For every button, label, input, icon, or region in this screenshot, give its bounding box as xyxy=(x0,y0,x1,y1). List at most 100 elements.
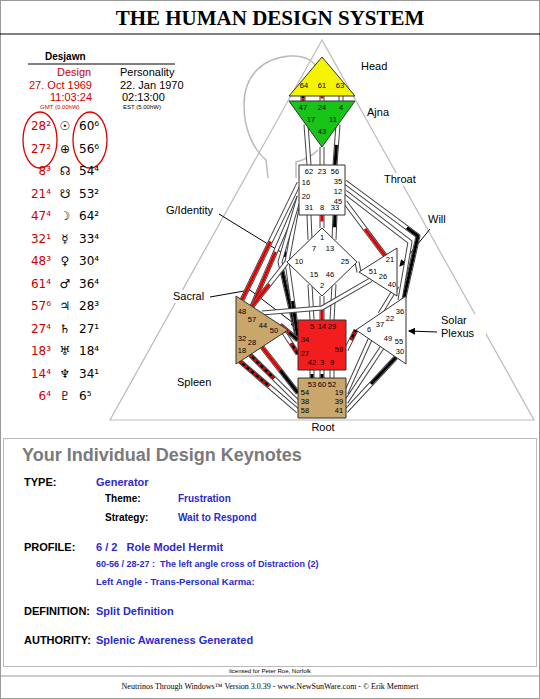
channel-outline xyxy=(339,96,344,101)
channel-fill xyxy=(345,192,410,300)
gate-number: 13 xyxy=(326,245,334,253)
field-label: AUTHORITY: xyxy=(24,634,91,647)
gate-number: 41 xyxy=(335,407,343,415)
field-label: PROFILE: xyxy=(24,541,75,554)
gate-number: 46 xyxy=(326,271,334,279)
gate-number: 60 xyxy=(318,381,326,389)
gate-number: 40 xyxy=(388,281,396,289)
channel-line xyxy=(334,215,335,240)
channel-fill xyxy=(346,357,396,411)
design-gate: 47⁴ xyxy=(31,210,51,224)
gate-number: 50 xyxy=(270,327,278,335)
gate-number: 2 xyxy=(320,282,324,290)
gate-number: 39 xyxy=(335,398,343,406)
channel-line xyxy=(332,370,333,378)
column-heading: Personality xyxy=(120,66,174,79)
planet-symbol: ♄ xyxy=(60,323,71,337)
channel-fill xyxy=(321,147,324,165)
center-shape xyxy=(299,165,345,215)
gate-number: 21 xyxy=(386,256,394,264)
chart-name: Desjawn xyxy=(45,51,86,63)
channel-fill xyxy=(287,262,298,340)
gate-number: 22 xyxy=(386,315,394,323)
field-value: Wait to Respond xyxy=(178,512,257,524)
gate-activation xyxy=(371,357,396,384)
channel-fill xyxy=(346,330,356,350)
gate-number: 9 xyxy=(330,359,334,367)
channel-fill xyxy=(345,202,385,256)
gate-number: 52 xyxy=(328,381,336,389)
title-rule xyxy=(0,34,540,35)
gate-number: 28 xyxy=(248,339,256,347)
center-shape xyxy=(356,296,406,364)
gate-number: 29 xyxy=(328,323,336,331)
channel-outline xyxy=(346,357,396,411)
channel-line xyxy=(322,215,323,228)
gate-number: 53 xyxy=(308,381,316,389)
gate-activation xyxy=(335,145,337,165)
channel-outline xyxy=(252,262,287,307)
gate-number: 14 xyxy=(318,323,326,331)
footer-rule xyxy=(0,676,540,677)
design-gate: 8³ xyxy=(39,165,51,179)
column-heading: Design xyxy=(57,66,91,79)
gate-number: 62 xyxy=(305,168,313,176)
gate-number: 42 xyxy=(308,359,316,367)
center-outline xyxy=(359,248,397,296)
field-label: Strategy: xyxy=(105,512,148,524)
gate-number: 18 xyxy=(238,347,246,355)
timezone-note: GMT (0.00hW) xyxy=(40,104,80,111)
channel-fill xyxy=(252,262,287,307)
gate-activation xyxy=(291,343,298,354)
gate-number: 49 xyxy=(384,335,392,343)
channel-outline xyxy=(310,370,315,378)
design-gate: 61⁴ xyxy=(31,278,51,292)
gate-number: 51 xyxy=(369,268,377,276)
gate-number: 55 xyxy=(395,338,403,346)
gate-number: 43 xyxy=(318,128,326,136)
personality-gate: 27¹ xyxy=(79,323,99,337)
planet-symbol: ♃ xyxy=(60,300,71,314)
planet-symbol: ♅ xyxy=(60,345,71,359)
personality-gate: 18⁴ xyxy=(79,345,99,359)
center-shape xyxy=(298,378,346,418)
channel-fill xyxy=(357,262,359,272)
channel-line xyxy=(335,125,338,166)
gate-number: 25 xyxy=(341,258,349,266)
center-name: G/Identity xyxy=(165,204,214,217)
design-gate: 32¹ xyxy=(31,233,51,247)
spleen-center: 48574450322818 xyxy=(236,296,288,364)
center-name: Root xyxy=(310,421,335,434)
gate-number: 20 xyxy=(302,193,310,201)
gate-activation xyxy=(365,229,385,256)
gate-number: 30 xyxy=(396,348,404,356)
license-note: licensed for Peter Roe, Norfolk xyxy=(229,668,311,675)
channel-line xyxy=(310,284,312,320)
gate-number: 17 xyxy=(307,116,315,124)
gate-number: 44 xyxy=(259,322,267,330)
gate-number: 10 xyxy=(295,258,303,266)
channel-outline xyxy=(301,96,306,101)
channel-fill xyxy=(309,215,310,240)
field-value: 60-56 / 28-27 : The left angle cross of … xyxy=(96,559,319,569)
field-label: DEFINITION: xyxy=(24,605,90,618)
gate-activation xyxy=(311,374,314,378)
center-shape xyxy=(236,296,288,364)
personality-gate: 54⁴ xyxy=(79,165,99,179)
design-gate: 27⁴ xyxy=(31,323,51,337)
channel-outline xyxy=(330,370,335,378)
channel-fill xyxy=(321,370,324,378)
channel-fill xyxy=(334,215,335,240)
personality-gate: 6⁵ xyxy=(79,390,91,404)
channel-outline xyxy=(345,192,410,300)
field-value: 6 / 2 Role Model Hermit xyxy=(96,541,223,554)
field-value: Left Angle - Trans-Personal Karma: xyxy=(96,577,255,588)
channel-line xyxy=(345,192,410,300)
gate-activation xyxy=(289,332,298,340)
channel-line xyxy=(345,202,385,256)
channel-fill xyxy=(311,370,314,378)
center-name: Will xyxy=(427,213,447,226)
highlight-oval xyxy=(73,112,107,168)
channel-outline xyxy=(357,262,359,272)
center-shape xyxy=(298,320,346,370)
